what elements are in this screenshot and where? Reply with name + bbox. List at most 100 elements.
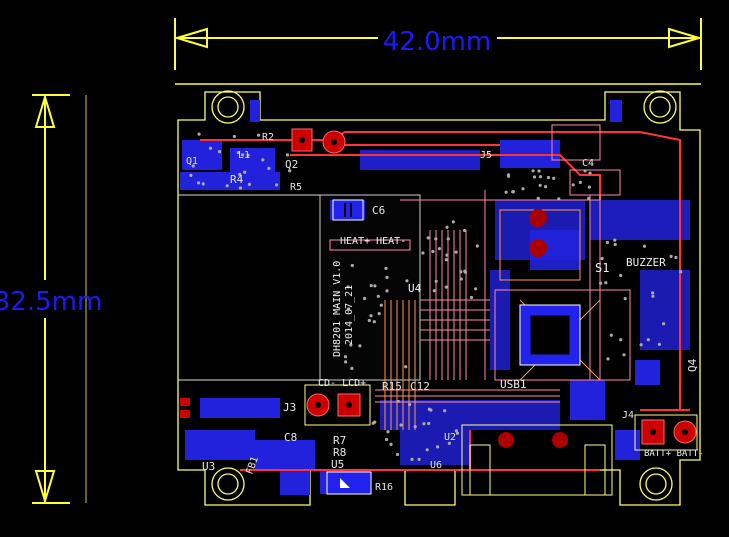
via — [425, 448, 429, 452]
signal-traces — [329, 124, 631, 403]
via — [389, 442, 393, 446]
via — [350, 263, 354, 268]
via — [288, 169, 292, 173]
via — [454, 429, 458, 433]
board-title-line-2: 2014_07_21 — [344, 285, 355, 345]
board-title-line-1: DH8201 MAIN V1.0 — [332, 261, 343, 357]
via — [201, 182, 205, 186]
module-area — [319, 194, 421, 381]
via — [619, 338, 623, 342]
via — [208, 146, 213, 150]
via — [536, 196, 540, 200]
via — [369, 314, 373, 318]
label-q1: Q1 — [186, 156, 198, 167]
via — [386, 430, 390, 434]
red-pads — [180, 128, 697, 448]
via — [679, 270, 683, 274]
diode-block — [326, 471, 372, 495]
label-l1: L1 — [238, 150, 250, 161]
via — [434, 237, 438, 241]
via — [377, 312, 381, 316]
via — [367, 318, 371, 323]
board-outline — [177, 91, 701, 506]
via — [369, 284, 373, 288]
via — [346, 307, 351, 311]
via — [609, 333, 613, 337]
height-dimension: 32.5mm — [0, 93, 102, 505]
label-q2: Q2 — [285, 158, 298, 171]
via — [504, 190, 508, 194]
via — [557, 197, 561, 201]
board-title: DH8201 MAIN V1.0 2014_07_21 — [332, 261, 355, 357]
via — [410, 457, 414, 461]
via — [459, 277, 463, 281]
via — [379, 303, 383, 307]
via — [243, 170, 247, 174]
via — [385, 275, 389, 279]
via — [405, 279, 409, 283]
via — [544, 185, 548, 189]
via — [445, 225, 449, 229]
via — [363, 296, 367, 301]
via — [446, 237, 450, 241]
via — [459, 270, 463, 274]
via — [669, 254, 673, 258]
label-j5: J5 — [480, 150, 492, 161]
label-r7: R7 — [333, 434, 346, 447]
label-r16: R16 — [375, 482, 393, 493]
label-c12: C12 — [410, 380, 430, 393]
label-c8: C8 — [284, 431, 297, 444]
via — [622, 353, 626, 357]
height-label: 32.5mm — [0, 287, 102, 317]
via — [463, 228, 467, 233]
label-buzzer: BUZZER — [626, 256, 666, 269]
via — [395, 452, 400, 457]
via — [623, 297, 627, 301]
via — [657, 342, 662, 346]
via — [578, 180, 582, 184]
via — [469, 295, 474, 300]
via — [436, 445, 440, 449]
via — [538, 175, 543, 179]
label-r15: R15 — [382, 380, 402, 393]
via — [408, 402, 412, 407]
via — [437, 247, 441, 251]
via — [463, 269, 467, 273]
via — [613, 242, 617, 247]
silkscreen-labels: HEAT+ HEAT- CD- LCD+ BATT+ BATT- BUZZER … — [186, 132, 704, 493]
via — [583, 169, 587, 173]
via — [600, 256, 604, 261]
via — [261, 158, 265, 162]
via — [384, 266, 388, 270]
via — [587, 196, 591, 200]
via — [651, 291, 655, 295]
via — [651, 294, 655, 298]
via — [588, 171, 592, 175]
via — [191, 164, 195, 168]
via — [451, 220, 455, 224]
via — [444, 258, 448, 262]
via — [531, 169, 535, 173]
via — [642, 244, 647, 248]
width-dimension: 42.0mm — [173, 18, 703, 70]
main-ic-u4 — [519, 304, 581, 366]
label-r8: R8 — [333, 446, 346, 459]
via — [399, 423, 403, 427]
via — [432, 289, 436, 293]
label-usb1: USB1 — [500, 378, 527, 391]
label-r5: R5 — [290, 182, 302, 193]
via — [662, 322, 666, 326]
label-q4: Q4 — [686, 358, 699, 372]
via — [246, 153, 250, 157]
top-copper-layer — [200, 131, 690, 471]
mounting-holes — [211, 90, 677, 501]
via — [475, 244, 479, 248]
via — [373, 284, 377, 288]
via — [521, 187, 525, 191]
bottom-copper-layer — [180, 100, 690, 495]
via — [507, 174, 511, 178]
via — [372, 320, 376, 324]
via — [371, 421, 375, 425]
via — [537, 169, 541, 173]
component-outlines — [304, 384, 698, 496]
